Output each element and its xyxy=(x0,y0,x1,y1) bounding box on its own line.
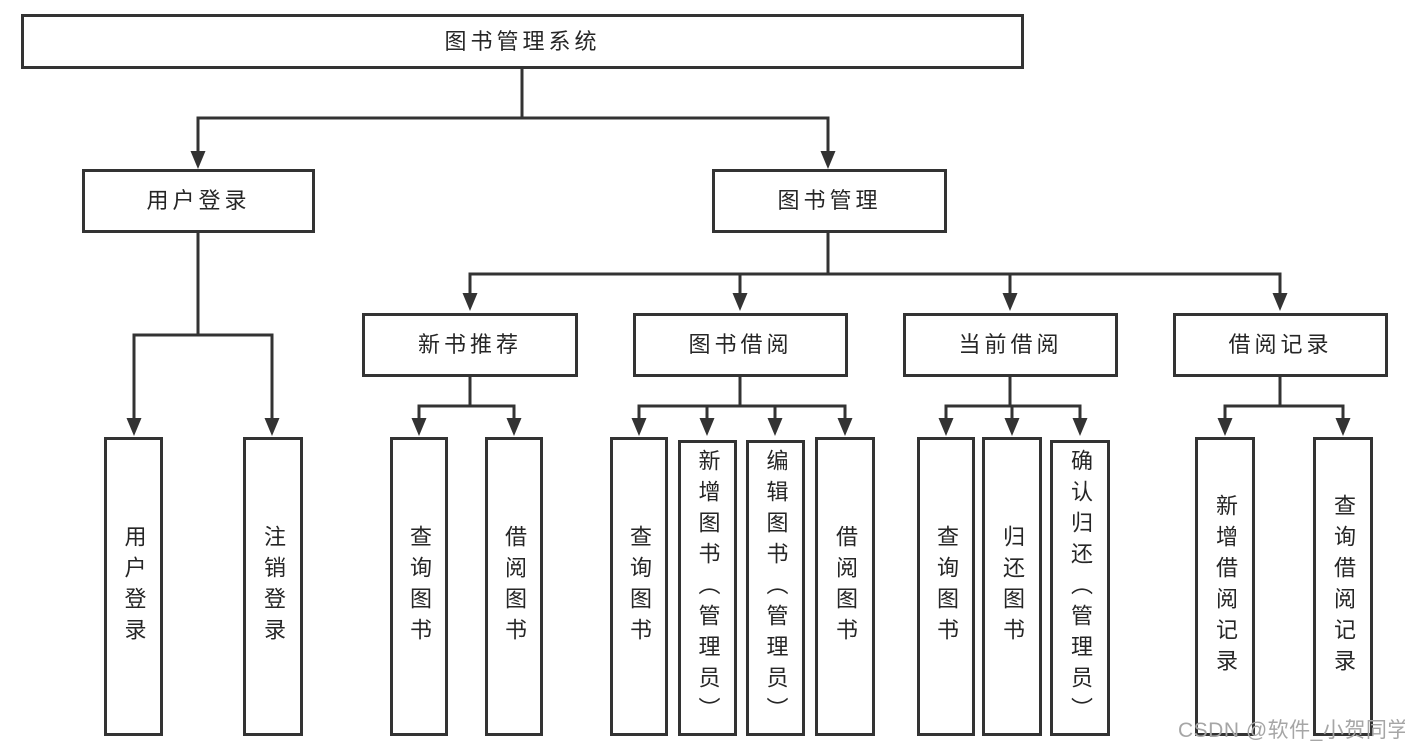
leaf-borrowing-query-books-label: 查询图书 xyxy=(627,524,652,649)
node-new-book-recommendation: 新书推荐 xyxy=(362,313,578,377)
leaf-borrowing-borrow-books: 借阅图书 xyxy=(815,437,875,736)
leaf-recommend-query-books: 查询图书 xyxy=(390,437,448,736)
leaf-user-login: 用户登录 xyxy=(104,437,163,736)
leaf-confirm-return-admin: 确认归还（管理员） xyxy=(1050,440,1110,736)
leaf-add-borrow-record: 新增借阅记录 xyxy=(1195,437,1255,736)
node-book-borrowing: 图书借阅 xyxy=(633,313,848,377)
node-root-label: 图书管理系统 xyxy=(444,28,601,54)
leaf-borrowing-query-books: 查询图书 xyxy=(610,437,668,736)
node-current-borrowing-label: 当前借阅 xyxy=(958,332,1063,357)
leaf-return-books-label: 归还图书 xyxy=(1000,524,1025,649)
node-user-login: 用户登录 xyxy=(82,169,315,233)
leaf-logout: 注销登录 xyxy=(243,437,303,736)
leaf-confirm-return-admin-label: 确认归还（管理员） xyxy=(1068,448,1093,728)
leaf-add-borrow-record-label: 新增借阅记录 xyxy=(1213,493,1238,680)
leaf-user-login-label: 用户登录 xyxy=(121,524,147,649)
node-book-borrowing-label: 图书借阅 xyxy=(688,332,793,357)
node-current-borrowing: 当前借阅 xyxy=(903,313,1118,377)
node-user-login-label: 用户登录 xyxy=(146,188,251,213)
leaf-current-query-books-label: 查询图书 xyxy=(934,524,959,649)
leaf-recommend-borrow-books: 借阅图书 xyxy=(485,437,543,736)
leaf-query-borrow-record-label: 查询借阅记录 xyxy=(1331,493,1356,680)
leaf-add-books-admin: 新增图书（管理员） xyxy=(678,440,737,736)
node-book-management-label: 图书管理 xyxy=(777,188,882,213)
leaf-return-books: 归还图书 xyxy=(982,437,1042,736)
node-new-book-recommendation-label: 新书推荐 xyxy=(417,332,522,357)
leaf-edit-books-admin-label: 编辑图书（管理员） xyxy=(763,448,789,728)
csdn-watermark: CSDN @软件_小贺同学 xyxy=(1178,719,1405,742)
leaf-edit-books-admin: 编辑图书（管理员） xyxy=(746,440,805,736)
node-root: 图书管理系统 xyxy=(21,14,1024,69)
leaf-recommend-query-books-label: 查询图书 xyxy=(407,524,432,649)
node-book-management: 图书管理 xyxy=(712,169,947,233)
leaf-logout-label: 注销登录 xyxy=(261,524,286,649)
leaf-borrowing-borrow-books-label: 借阅图书 xyxy=(833,524,858,649)
leaf-add-books-admin-label: 新增图书（管理员） xyxy=(695,448,721,728)
leaf-query-borrow-record: 查询借阅记录 xyxy=(1313,437,1373,736)
arrowheads xyxy=(126,151,1351,436)
tree-edges xyxy=(132,69,1345,425)
leaf-current-query-books: 查询图书 xyxy=(917,437,975,736)
node-borrowing-records: 借阅记录 xyxy=(1173,313,1388,377)
node-borrowing-records-label: 借阅记录 xyxy=(1228,332,1333,357)
leaf-recommend-borrow-books-label: 借阅图书 xyxy=(502,524,527,649)
